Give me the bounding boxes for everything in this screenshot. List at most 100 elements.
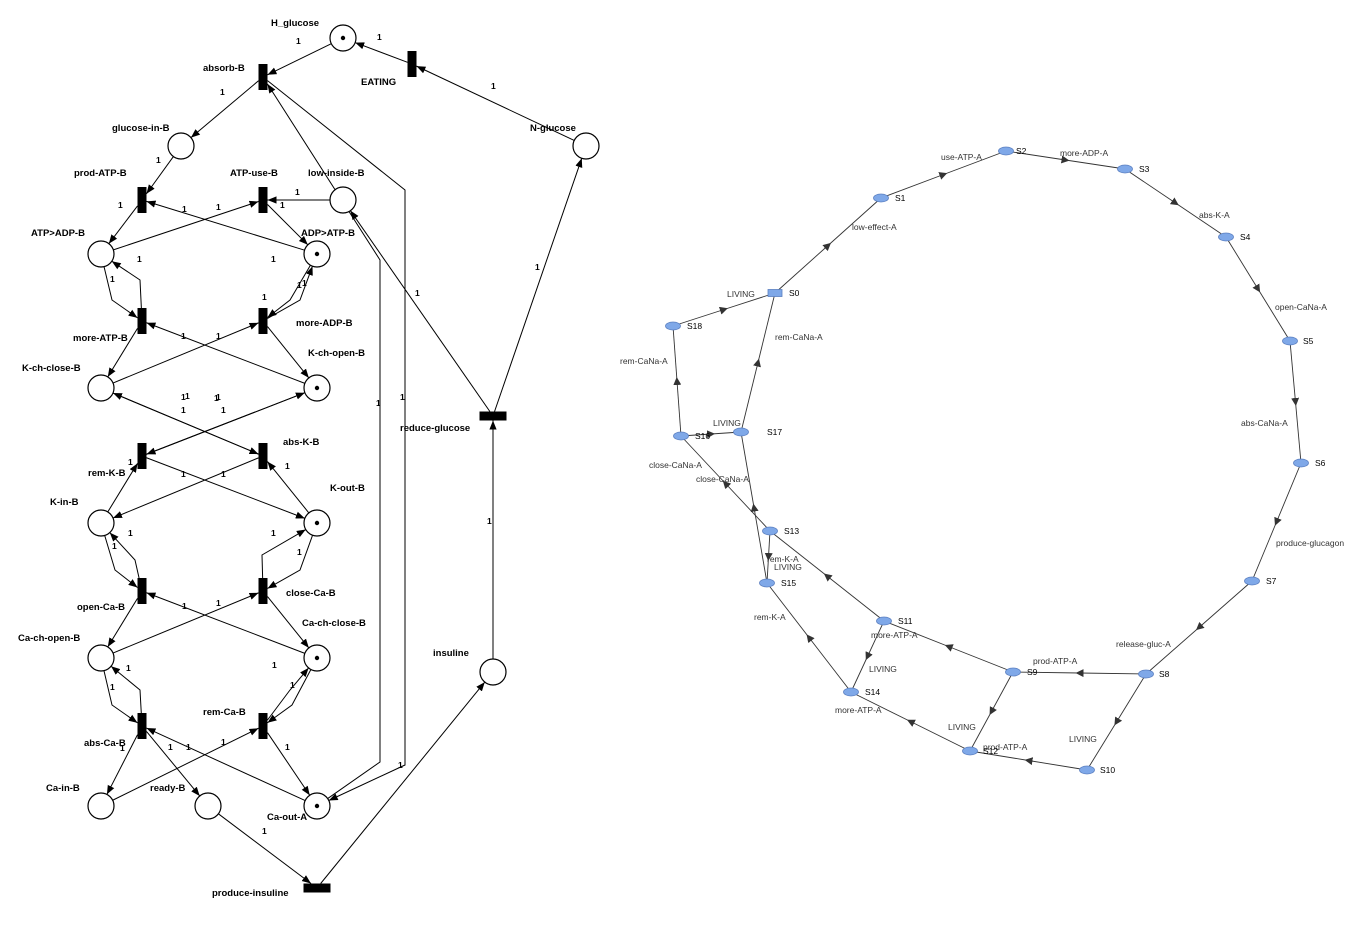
arc-close-ca-b-to-k-out-b bbox=[261, 529, 307, 579]
edge-label: use-ATP-A bbox=[941, 152, 982, 162]
arc-adp-atp-b-to-more-adp-b bbox=[267, 264, 311, 318]
transition-label: ATP-use-B bbox=[230, 168, 278, 179]
token-dot bbox=[314, 385, 320, 391]
arc-weight-label: 1 bbox=[377, 32, 382, 42]
edge-s15-to-s17 bbox=[740, 431, 768, 584]
place-label: ATP>ADP-B bbox=[31, 228, 85, 239]
place-label: N-glucose bbox=[530, 123, 576, 134]
arc-weight-label: 1 bbox=[137, 254, 142, 264]
state-node-s0 bbox=[767, 289, 783, 297]
edge-label: more-ATP-A bbox=[835, 705, 882, 715]
arc-weight-label: 1 bbox=[216, 331, 221, 341]
arc-weight-label: 1 bbox=[128, 528, 133, 538]
edge-s6-to-s7 bbox=[1251, 462, 1302, 582]
arc-k-in-b-to-rem-k-b bbox=[107, 463, 138, 513]
state-label: S6 bbox=[1315, 458, 1326, 468]
edge-label: produce-glucagon bbox=[1276, 538, 1344, 548]
arc-weight-label: 1 bbox=[181, 469, 186, 479]
place-k-in-b bbox=[87, 509, 115, 537]
arc-weight-label: 1 bbox=[156, 155, 161, 165]
arc-more-atp-b-to-atp-adp-b bbox=[111, 260, 142, 309]
arc-weight-label: 1 bbox=[221, 405, 226, 415]
arc-weight-label: 1 bbox=[185, 391, 190, 401]
edge-s14-to-s15 bbox=[766, 582, 852, 693]
edge-label: abs-CaNa-A bbox=[1241, 418, 1288, 428]
transition-label: absorb-B bbox=[203, 63, 245, 74]
place-label: Ca-in-B bbox=[46, 783, 80, 794]
place-circle bbox=[572, 132, 600, 160]
state-node-s12 bbox=[962, 746, 978, 756]
state-label: S13 bbox=[784, 526, 799, 536]
arc-absorb-b-to-ca-out-a bbox=[267, 80, 406, 801]
arc-weight-label: 1 bbox=[262, 826, 267, 836]
transition-produce-insuline bbox=[303, 883, 331, 893]
place-label: K-ch-close-B bbox=[22, 363, 81, 374]
state-label: S8 bbox=[1159, 669, 1170, 679]
arc-reduce-glucose-to-n-glucose bbox=[494, 158, 583, 412]
edge-label: rem-CaNa-A bbox=[775, 332, 823, 342]
arc-weight-label: 1 bbox=[120, 743, 125, 753]
token-dot bbox=[340, 35, 346, 41]
arc-absorb-b-to-glucose-in-b bbox=[190, 80, 259, 139]
edge-s11-to-s14 bbox=[850, 620, 885, 693]
state-node-s4 bbox=[1218, 232, 1234, 242]
arc-k-in-b-to-open-ca-b bbox=[104, 535, 138, 588]
arc-rem-ca-b-to-ca-ch-close-b bbox=[267, 667, 309, 721]
arc-n-glucose-to-eating bbox=[416, 65, 575, 141]
place-k-ch-open-b bbox=[303, 374, 331, 402]
edge-s18-to-s0 bbox=[672, 292, 776, 327]
arc-ca-ch-open-b-to-close-ca-b bbox=[112, 592, 259, 654]
token-dot bbox=[314, 251, 320, 257]
transition-close-ca-b bbox=[258, 578, 268, 604]
edge-label: LIVING bbox=[727, 289, 755, 299]
arc-weight-label: 1 bbox=[280, 200, 285, 210]
state-label: S4 bbox=[1240, 232, 1251, 242]
place-k-out-b bbox=[303, 509, 331, 537]
edge-s16-to-s18 bbox=[672, 325, 682, 437]
token-dot bbox=[314, 655, 320, 661]
place-label: K-in-B bbox=[50, 497, 79, 508]
arc-weight-label: 1 bbox=[297, 280, 302, 290]
transition-rem-k-b bbox=[137, 443, 147, 469]
petri-net-arcs bbox=[103, 42, 583, 884]
arc-weight-label: 1 bbox=[182, 601, 187, 611]
arc-weight-label: 1 bbox=[302, 278, 307, 288]
state-node-s10 bbox=[1079, 765, 1095, 775]
arc-open-ca-b-to-ca-ch-open-b bbox=[107, 598, 138, 648]
arc-weight-label: 1 bbox=[285, 461, 290, 471]
arc-close-ca-b-to-ca-ch-close-b bbox=[267, 596, 310, 649]
state-label: S1 bbox=[895, 193, 906, 203]
place-label: K-ch-open-B bbox=[308, 348, 365, 359]
edge-label: rem-K-A bbox=[754, 612, 786, 622]
arc-abs-ca-b-to-ca-in-b bbox=[106, 734, 138, 795]
arc-ca-out-a-to-absorb-b bbox=[267, 83, 381, 799]
arc-weight-label: 1 bbox=[126, 663, 131, 673]
edge-label: LIVING bbox=[774, 562, 802, 572]
state-label: S16 bbox=[695, 431, 710, 441]
place-label: low-inside-B bbox=[308, 168, 365, 179]
edge-s9-to-s11 bbox=[883, 620, 1014, 673]
arc-weight-label: 1 bbox=[271, 528, 276, 538]
state-label: S3 bbox=[1139, 164, 1150, 174]
edge-s11-to-s13 bbox=[769, 530, 885, 622]
arc-atp-use-b-to-adp-atp-b bbox=[267, 204, 309, 246]
place-circle bbox=[87, 644, 115, 672]
state-label: S7 bbox=[1266, 576, 1277, 586]
arc-weight-label: 1 bbox=[112, 541, 117, 551]
arc-ca-in-b-to-rem-ca-b bbox=[112, 727, 259, 801]
arc-reduce-glucose-to-low-inside-b bbox=[350, 210, 491, 412]
place-ca-ch-close-b bbox=[303, 644, 331, 672]
arc-weight-label: 1 bbox=[296, 36, 301, 46]
place-ca-ch-open-b bbox=[87, 644, 115, 672]
edge-label: more-ATP-A bbox=[871, 630, 918, 640]
arc-weight-label: 1 bbox=[415, 288, 420, 298]
arc-atp-adp-b-to-atp-use-b bbox=[113, 200, 259, 251]
state-node-s2 bbox=[998, 146, 1014, 156]
edge-label: LIVING bbox=[713, 418, 741, 428]
edge-s10-to-s12 bbox=[969, 750, 1088, 771]
transition-label: more-ATP-B bbox=[73, 333, 128, 344]
arc-weight-label: 1 bbox=[400, 392, 405, 402]
transition-abs-k-b bbox=[258, 443, 268, 469]
